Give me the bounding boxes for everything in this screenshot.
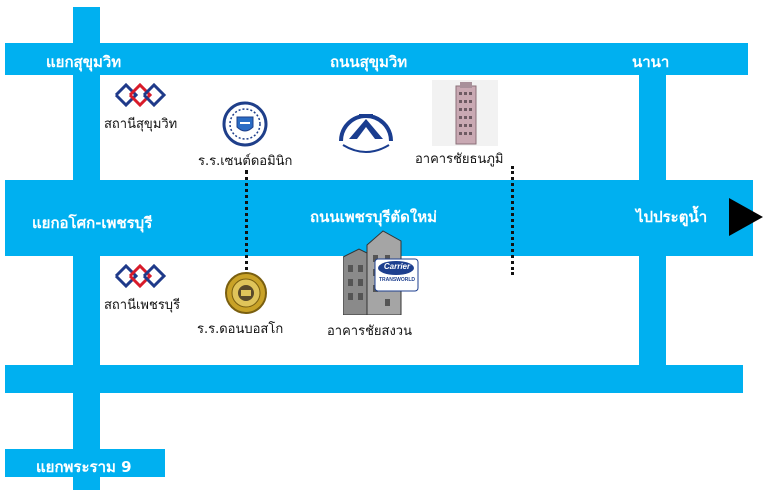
road-sukhumvit [5, 43, 748, 75]
road-label-new-phetchaburi: ถนนเพชรบุรีตัดใหม่ [310, 208, 438, 226]
arrow-right-icon [729, 198, 763, 236]
road-bottom [5, 365, 743, 393]
road-vertical-right [639, 43, 666, 365]
road-label-sukhumvit: ถนนสุขุมวิท [330, 53, 408, 71]
carrier-building-icon: Carrier TRANSWORLD [343, 227, 420, 315]
metro-logo-icon [114, 82, 167, 108]
road-label-to-pratunam: ไปประตูน้ำ [636, 208, 708, 226]
place-label-chaithanaphum-building: อาคารชัยธนภูมิ [415, 152, 504, 167]
road-label-asoke-junction: แยกอโศก-เพชรบุรี [32, 214, 153, 232]
office-tower-icon [432, 80, 498, 146]
school-seal-icon [225, 272, 267, 314]
place-label-station-sukhumvit: สถานีสุขุมวิท [104, 117, 178, 132]
carrier-logo-subtext: TRANSWORLD [378, 277, 416, 283]
place-label-st-dominic-school: ร.ร.เซนต์ดอมินิก [198, 154, 293, 169]
metro-logo-icon [114, 263, 167, 289]
place-label-station-phetchaburi: สถานีเพชรบุรี [104, 298, 181, 313]
tourism-authority-logo-icon [339, 114, 393, 153]
dotted-line-schools [245, 170, 248, 278]
road-label-sukhumvit-junction: แยกสุขุมวิท [46, 53, 122, 71]
road-vertical-left [73, 7, 100, 490]
road-label-rama9-junction: แยกพระราม 9 [36, 458, 132, 476]
place-label-chaisongwon-building: อาคารชัยสงวน [327, 324, 412, 339]
road-rama9-box [5, 449, 165, 477]
road-label-nana: นานา [632, 53, 670, 71]
place-label-don-bosco-school: ร.ร.ดอนบอสโก [197, 322, 284, 337]
carrier-logo-text: Carrier [383, 262, 411, 271]
school-crest-icon [222, 101, 268, 147]
dotted-line-chaithanaphum [511, 166, 514, 275]
